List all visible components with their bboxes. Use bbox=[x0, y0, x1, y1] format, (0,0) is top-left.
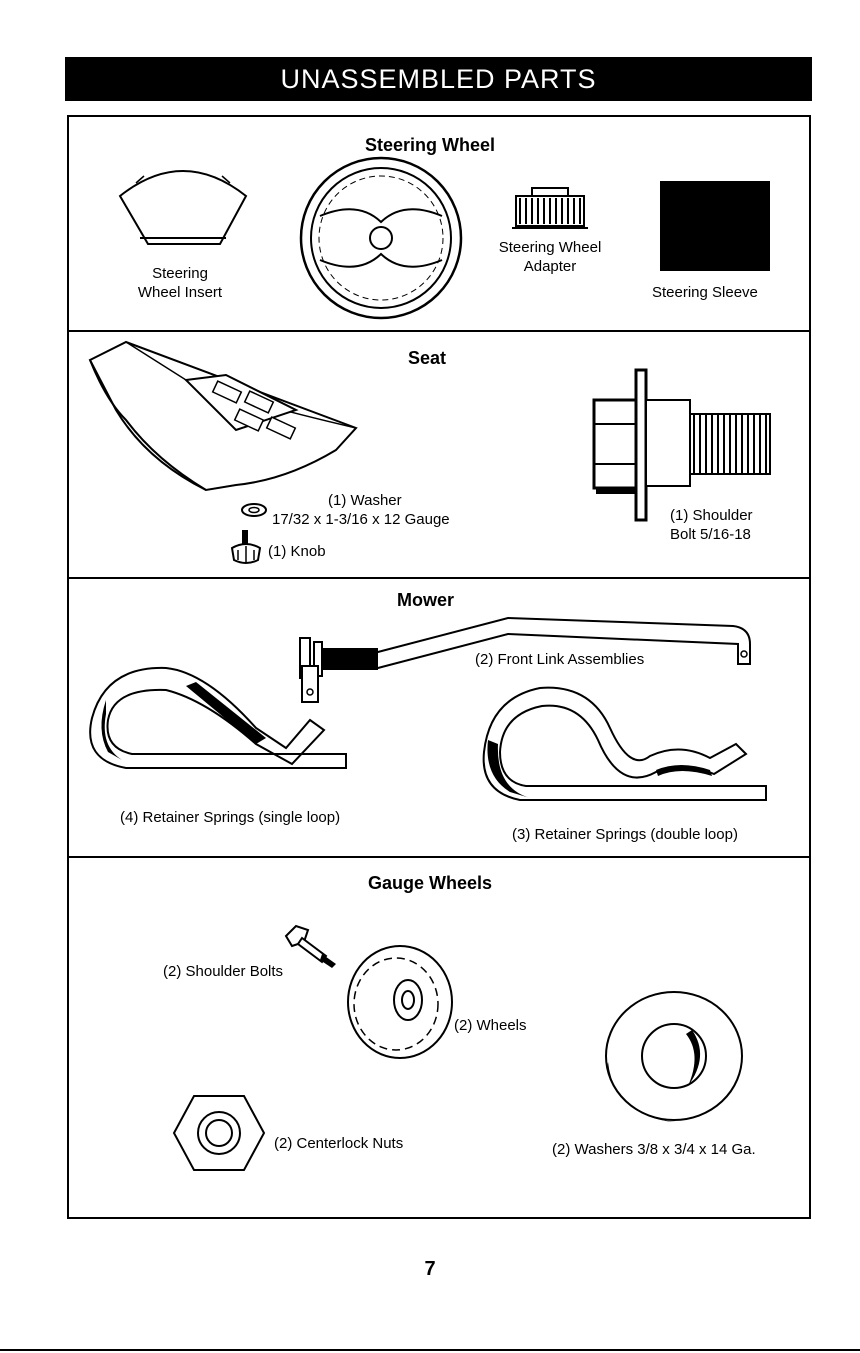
retainer-spring-single-loop-illustration bbox=[89, 666, 347, 769]
section-divider bbox=[67, 330, 811, 332]
gauge-washers-label: (2) Washers 3/8 x 3/4 x 14 Ga. bbox=[552, 1141, 756, 1158]
shoulder-bolt-label: (1) Shoulder Bolt 5/16-18 bbox=[670, 507, 753, 543]
retainer-spring-double-loop-illustration bbox=[482, 686, 767, 801]
gauge-wheels-section-title: Gauge Wheels bbox=[368, 873, 493, 893]
washer-label: (1) Washer 17/32 x 1-3/16 x 12 Gauge bbox=[272, 492, 450, 528]
parts-frame bbox=[67, 115, 811, 1219]
seat-section-title: Seat bbox=[408, 348, 447, 368]
steering-adapter-illustration bbox=[512, 187, 588, 229]
knob-icon bbox=[230, 530, 262, 564]
gauge-shoulder-bolt-illustration bbox=[284, 924, 336, 968]
gauge-shoulder-bolts-label: (2) Shoulder Bolts bbox=[163, 963, 284, 980]
washer-icon bbox=[241, 503, 267, 517]
steering-sleeve-illustration bbox=[660, 181, 770, 271]
page-banner: UNASSEMBLED PARTS bbox=[65, 57, 812, 101]
gauge-wheels-label: (2) Wheels bbox=[454, 1017, 527, 1034]
gauge-wheel-illustration bbox=[347, 945, 453, 1059]
section-divider bbox=[67, 577, 811, 579]
bottom-rule bbox=[0, 1349, 860, 1351]
steering-insert-label: Steering Wheel Insert bbox=[137, 265, 223, 301]
front-link-label: (2) Front Link Assemblies bbox=[475, 651, 645, 668]
page-number: 7 bbox=[424, 1258, 436, 1280]
knob-label: (1) Knob bbox=[268, 543, 326, 560]
double-loop-springs-label: (3) Retainer Springs (double loop) bbox=[512, 826, 738, 843]
single-loop-springs-label: (4) Retainer Springs (single loop) bbox=[120, 809, 341, 826]
steering-wheel-insert-illustration bbox=[118, 170, 248, 245]
steering-section-title: Steering Wheel bbox=[365, 135, 496, 155]
centerlock-nuts-label: (2) Centerlock Nuts bbox=[274, 1135, 404, 1152]
mower-section-title: Mower bbox=[397, 590, 455, 610]
steering-adapter-label: Steering Wheel Adapter bbox=[498, 239, 602, 275]
steering-wheel-illustration bbox=[299, 156, 463, 320]
gauge-washer-illustration bbox=[605, 991, 743, 1122]
shoulder-bolt-illustration bbox=[592, 368, 771, 522]
steering-sleeve-label: Steering Sleeve bbox=[652, 284, 758, 301]
section-divider bbox=[67, 856, 811, 858]
seat-illustration bbox=[88, 340, 358, 492]
front-link-assembly-illustration bbox=[299, 616, 751, 703]
centerlock-nut-illustration bbox=[172, 1095, 266, 1171]
